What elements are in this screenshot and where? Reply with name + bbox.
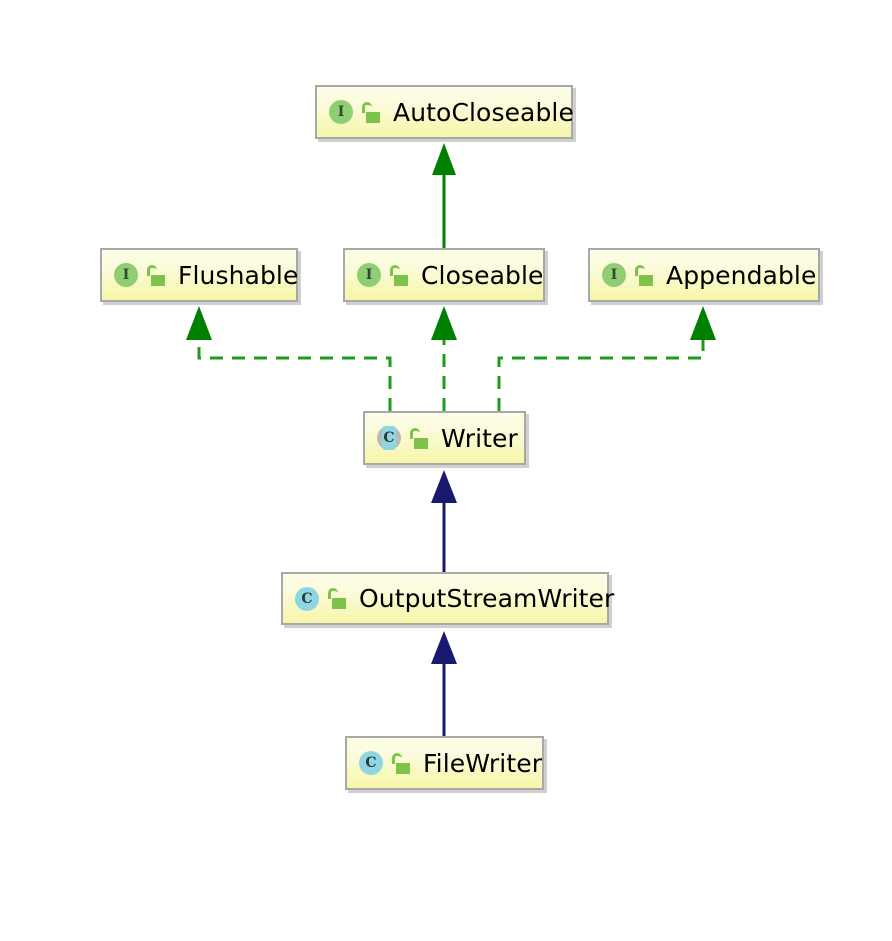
class-icon-letter: C <box>301 590 313 607</box>
open-padlock-icon <box>390 264 410 286</box>
edge-closeable-extends-autocloseable <box>432 143 456 248</box>
node-outputstreamwriter[interactable]: C OutputStreamWriter <box>281 572 614 625</box>
node-appendable[interactable]: I Appendable <box>588 248 820 302</box>
node-label: AutoCloseable <box>393 97 574 127</box>
open-padlock-icon <box>392 752 412 774</box>
interface-icon-letter: I <box>337 104 345 120</box>
interface-icon-letter: I <box>610 267 618 283</box>
node-icon-group: C <box>294 586 348 612</box>
edge-writer-implements-closeable <box>431 306 457 411</box>
open-padlock-icon <box>410 427 430 449</box>
open-padlock-icon <box>635 264 655 286</box>
node-flushable[interactable]: I Flushable <box>100 248 298 302</box>
node-label: FileWriter <box>423 748 543 778</box>
open-padlock-icon <box>147 264 167 286</box>
interface-icon-letter: I <box>365 267 373 283</box>
interface-icon: I <box>328 99 354 125</box>
node-label: Appendable <box>666 260 817 290</box>
edge-writer-implements-flushable <box>186 306 392 411</box>
node-icon-group: I <box>113 262 167 288</box>
interface-icon-letter: I <box>122 267 130 283</box>
node-label: Writer <box>441 423 518 453</box>
edge-writer-implements-appendable <box>497 306 716 411</box>
node-icon-group: I <box>356 262 410 288</box>
open-padlock-icon <box>362 101 382 123</box>
edge-filewriter-extends-outputstreamwriter <box>431 631 457 736</box>
node-icon-group: I <box>328 99 382 125</box>
interface-icon: I <box>113 262 139 288</box>
class-icon-letter: C <box>365 755 377 771</box>
edge-outputstreamwriter-extends-writer <box>431 470 457 572</box>
node-label: OutputStreamWriter <box>359 584 615 613</box>
node-filewriter[interactable]: C FileWriter <box>345 736 544 790</box>
node-label: Flushable <box>178 260 299 290</box>
class-icon: C <box>294 586 320 612</box>
abstract-class-icon-letter: C <box>383 430 395 446</box>
node-writer[interactable]: C Writer <box>363 411 526 465</box>
class-icon: C <box>358 750 384 776</box>
node-icon-group: C <box>358 750 412 776</box>
node-icon-group: C <box>376 425 430 451</box>
interface-icon: I <box>356 262 382 288</box>
node-closeable[interactable]: I Closeable <box>343 248 545 302</box>
interface-icon: I <box>601 262 627 288</box>
node-autocloseable[interactable]: I AutoCloseable <box>315 85 574 139</box>
open-padlock-icon <box>328 588 348 609</box>
abstract-class-icon: C <box>376 425 402 451</box>
node-icon-group: I <box>601 262 655 288</box>
node-label: Closeable <box>421 260 544 290</box>
